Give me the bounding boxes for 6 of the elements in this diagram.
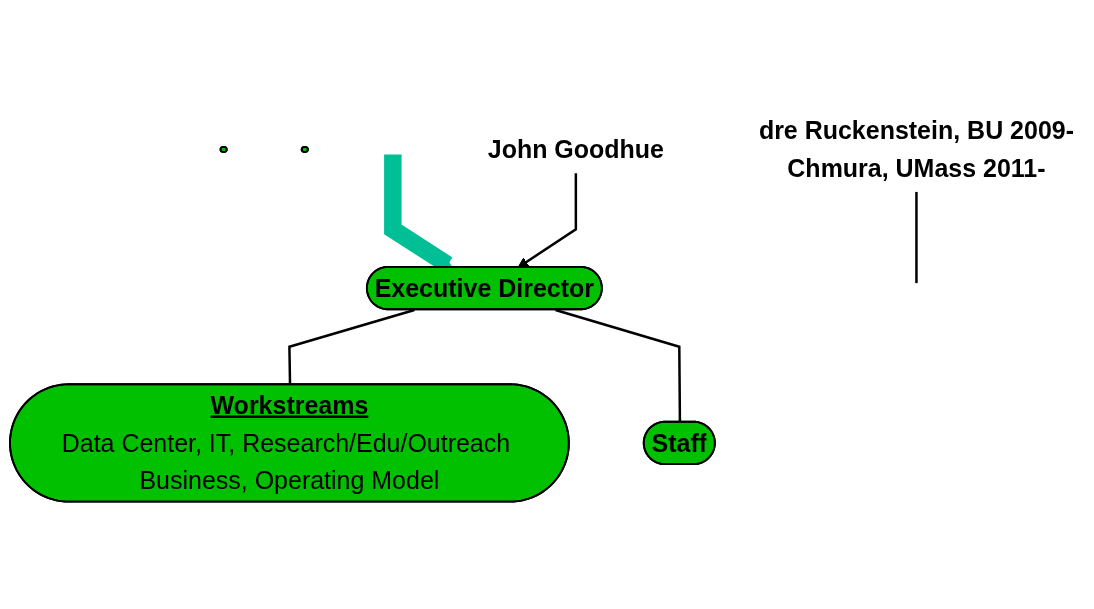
arrow [517,173,578,269]
node-text: dre Ruckenstein, BU 2009- Chmura, UMass 2011- [758,117,1075,183]
connector [288,308,415,386]
connector [915,192,918,284]
node-text: John Goodhue [487,135,664,164]
connector [555,308,682,423]
